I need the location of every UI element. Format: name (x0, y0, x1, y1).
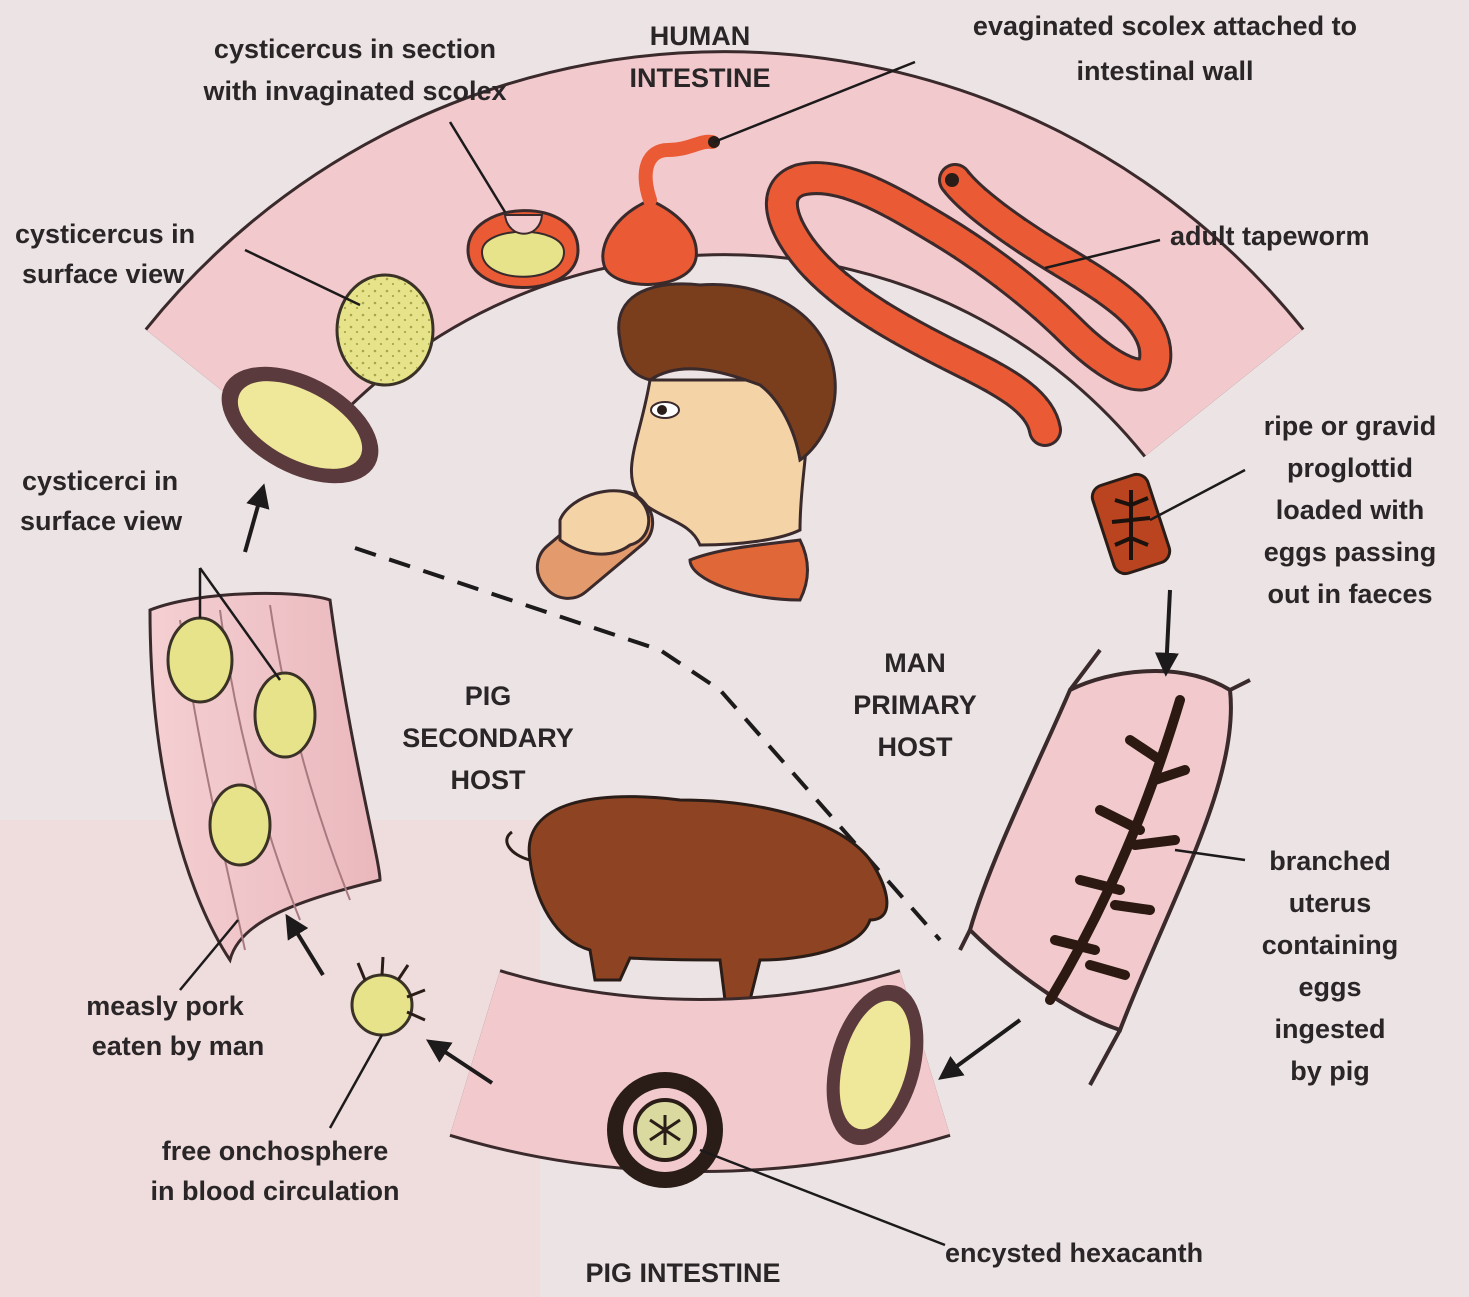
label-pig-host-1: PIG (465, 681, 512, 711)
label-branched-uterus-5: ingested (1274, 1014, 1385, 1044)
label-pig-host-2: SECONDARY (402, 723, 574, 753)
label-pig-host-3: HOST (450, 765, 526, 795)
cysticercus-surface-dots (339, 277, 431, 383)
label-measly-pork-1: measly pork (86, 991, 245, 1021)
label-adult-tapeworm: adult tapeworm (1170, 221, 1370, 251)
label-man-host-1: MAN (884, 648, 946, 678)
label-cysticerci-surface-1: cysticerci in (22, 466, 178, 496)
label-free-onchosphere-1: free onchosphere (162, 1136, 389, 1166)
label-gravid-proglottid-1: ripe or gravid (1264, 411, 1437, 441)
cysticercus-in-muscle-1 (168, 618, 232, 702)
label-measly-pork-2: eaten by man (92, 1031, 265, 1061)
label-gravid-proglottid-3: loaded with (1276, 495, 1425, 525)
label-cysticerci-surface-2: surface view (20, 506, 183, 536)
hexacanth-cyst (607, 1072, 723, 1188)
label-encysted-hexacanth: encysted hexacanth (945, 1238, 1203, 1268)
label-cysticercus-section-1: cysticercus in section (214, 34, 496, 64)
label-gravid-proglottid-4: eggs passing (1264, 537, 1437, 567)
label-pig-intestine: PIG INTESTINE (585, 1258, 780, 1288)
label-branched-uterus-3: containing (1262, 930, 1399, 960)
label-evaginated-scolex-2: intestinal wall (1076, 56, 1253, 86)
cysticercus-section (468, 211, 578, 288)
label-man-host-2: PRIMARY (853, 690, 977, 720)
label-cysticercus-surface-1: cysticercus in (15, 219, 195, 249)
label-evaginated-scolex-1: evaginated scolex attached to (973, 11, 1357, 41)
label-gravid-proglottid-5: out in faeces (1267, 579, 1432, 609)
cysticercus-in-muscle-2 (255, 673, 315, 757)
cysticercus-in-muscle-3 (210, 785, 270, 865)
label-branched-uterus-4: eggs (1298, 972, 1361, 1002)
pig-intestine (475, 974, 940, 1188)
label-free-onchosphere-2: in blood circulation (151, 1176, 400, 1206)
label-gravid-proglottid-2: proglottid (1287, 453, 1413, 483)
label-human-intestine-1: HUMAN (650, 21, 751, 51)
label-man-host-3: HOST (877, 732, 953, 762)
label-human-intestine-2: INTESTINE (629, 63, 770, 93)
label-cysticercus-surface-2: surface view (22, 259, 185, 289)
label-branched-uterus-6: by pig (1290, 1056, 1370, 1086)
label-cysticercus-section-2: with invaginated scolex (202, 76, 506, 106)
label-branched-uterus-1: branched (1269, 846, 1391, 876)
label-branched-uterus-2: uterus (1289, 888, 1372, 918)
